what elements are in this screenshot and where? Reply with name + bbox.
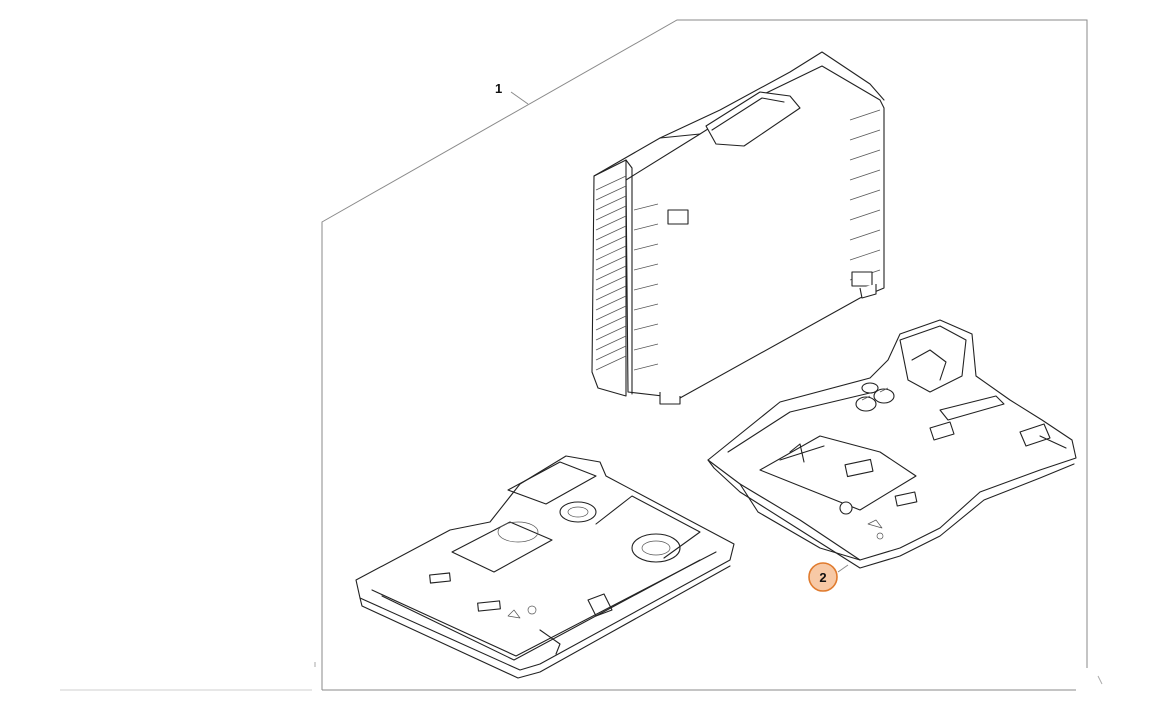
assembly-frame [60,19,1103,691]
callout-2-badge [808,562,838,592]
callout-1[interactable]: 1 [495,81,529,105]
case-side-ribs [595,109,881,371]
carrying-case [591,51,885,405]
lower-inlay-tray [355,455,735,679]
callout-2[interactable]: 2 [808,562,849,592]
callout-2-label: 2 [819,570,826,585]
upper-inlay-tray [707,319,1077,569]
callout-1-label: 1 [495,81,502,96]
